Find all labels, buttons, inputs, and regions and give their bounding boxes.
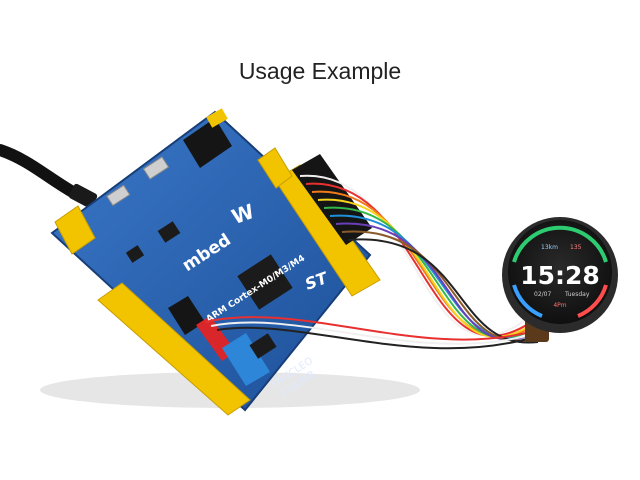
usb-connectors [106, 156, 170, 207]
jumper-wire [216, 326, 539, 350]
small-chip [157, 221, 181, 243]
display-time: 15:28 [520, 261, 600, 290]
display-bottom: 4Pm [553, 302, 566, 309]
small-chip [125, 245, 145, 263]
display-ring-top [512, 225, 608, 263]
display-ring-right [577, 284, 608, 318]
jumper-wire [210, 321, 535, 345]
display-weekday: Tuesday [564, 291, 590, 298]
power-cable [0, 144, 98, 209]
jumper-wire [204, 316, 531, 341]
page-title: Usage Example [238, 58, 402, 84]
ic-chip [249, 333, 277, 359]
jumper-wires [204, 174, 539, 350]
yellow-headers [54, 147, 381, 416]
display-date: 02/07 [534, 291, 551, 298]
mcu-chip [237, 254, 293, 310]
display-top-right: 135 [570, 244, 582, 251]
round-display: 13km 135 15:28 02/07 Tuesday 4Pm [502, 217, 618, 342]
blue-header [222, 333, 270, 386]
display-top-left: 13km [541, 244, 558, 251]
display-ring-left [512, 284, 543, 318]
jumper-yellow [206, 108, 228, 128]
display-screen [508, 220, 612, 324]
